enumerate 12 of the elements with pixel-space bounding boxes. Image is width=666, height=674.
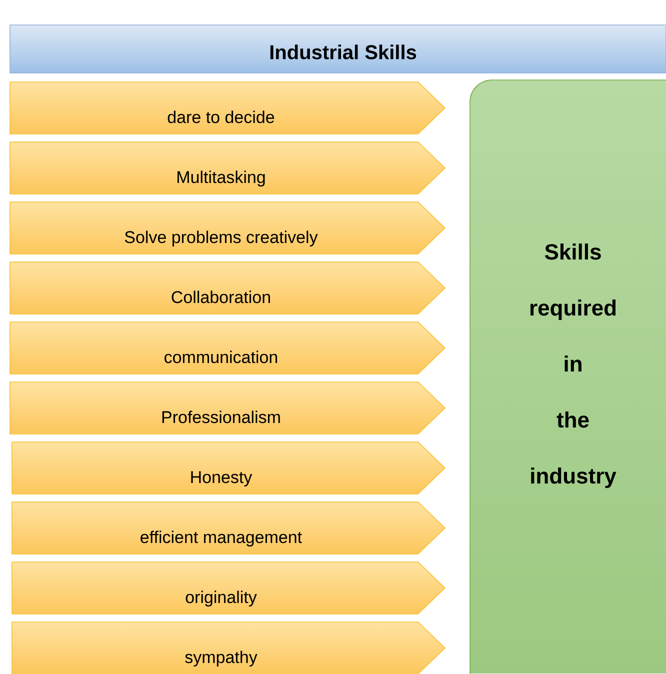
side-panel: Skills required in the industry [470, 80, 666, 674]
arrow-box: Multitasking [10, 142, 446, 194]
arrow-box: Collaboration [10, 262, 446, 314]
header-band: Industrial Skills [10, 24, 666, 74]
arrow-box: Professionalism [10, 382, 446, 434]
arrow-box: originality [12, 562, 446, 614]
arrow-box: Honesty [12, 442, 446, 494]
arrow-box: Solve problems creatively [10, 202, 446, 254]
arrow-box: efficient management [12, 502, 446, 554]
arrow-box: dare to decide [10, 82, 446, 134]
arrow-box: communication [10, 322, 446, 374]
arrow-box: sympathy [12, 622, 446, 674]
